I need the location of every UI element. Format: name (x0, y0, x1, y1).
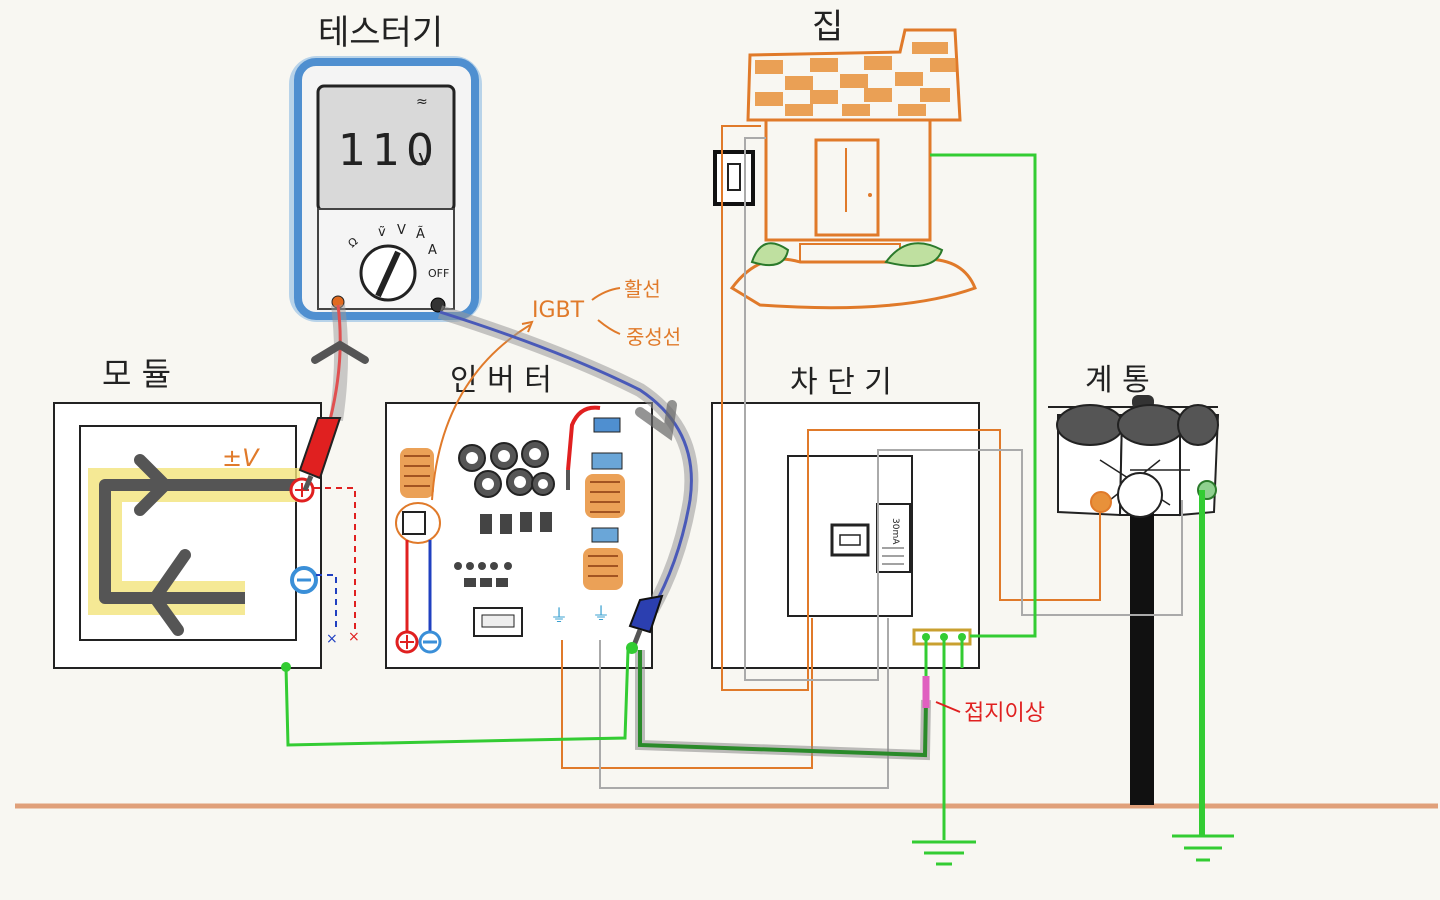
grid-live-terminal (1090, 491, 1112, 513)
grid-ground-symbol (1172, 834, 1234, 862)
module: 모 듈 ±V × × (53, 355, 360, 672)
neutral-wire-label: 중성선 (626, 325, 681, 349)
dial-mark: ṽ (378, 225, 386, 240)
dial-mark: OFF (428, 267, 449, 280)
breaker-label: 차 단 기 (790, 365, 892, 400)
tester: 110 v ≈ Ω ṽ V Ã A OFF 테스터기 (289, 13, 482, 322)
house: 집 (713, 7, 977, 310)
wiring (284, 125, 1234, 866)
bush-right (884, 242, 944, 267)
igbt-component (402, 511, 426, 535)
ground-fault-label: 접지이상 (964, 701, 1045, 726)
breaker-panel-text: 30mA (890, 518, 900, 545)
dial-mark: A (428, 243, 437, 258)
inverter: 인 버 터 ⏚ ⏚ (385, 277, 681, 669)
cross-mark-red: × (348, 629, 360, 645)
dial-mark: V (397, 223, 406, 238)
brick-pattern (755, 42, 956, 116)
capacitor-cores (466, 448, 548, 490)
breaker: 차 단 기 30mA (711, 365, 980, 669)
cross-mark-blue: × (326, 631, 338, 647)
svg-text:⏚: ⏚ (550, 606, 568, 627)
module-label: 모 듈 (102, 355, 171, 393)
tester-ac-mark: ≈ (416, 94, 428, 110)
live-wire-label: 활선 (624, 277, 661, 301)
igbt-label: IGBT (532, 298, 585, 323)
house-label: 집 (812, 7, 843, 47)
svg-text:⏚: ⏚ (592, 604, 610, 625)
module-voltage: ±V (222, 444, 260, 472)
tester-unit: v (418, 146, 431, 171)
grid-label: 계 통 (1085, 363, 1150, 398)
coils (400, 448, 625, 590)
chips (454, 512, 552, 587)
tester-reading: 110 (338, 125, 440, 176)
earth-ground-symbol (912, 840, 976, 866)
bush-left (750, 242, 790, 266)
grid: 계 통 (1048, 363, 1220, 805)
inverter-label: 인 버 터 (450, 363, 552, 398)
house-door (814, 138, 880, 237)
light-switch (713, 150, 755, 206)
dial-mark: Ã (416, 226, 425, 242)
breaker-label-panel (876, 503, 911, 573)
tester-label: 테스터기 (318, 13, 443, 53)
